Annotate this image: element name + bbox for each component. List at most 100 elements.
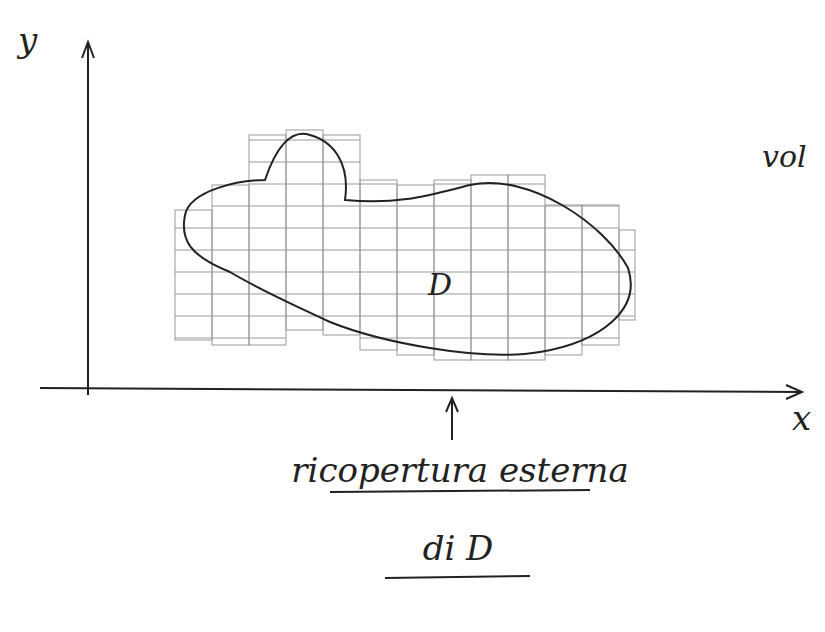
grid-line	[582, 294, 619, 295]
grid-line	[508, 184, 545, 185]
grid-line	[323, 184, 360, 185]
grid-line	[323, 272, 360, 273]
region-outline	[184, 134, 631, 355]
x-axis	[40, 388, 800, 392]
grid-line	[323, 250, 360, 251]
grid-line	[249, 162, 286, 163]
grid-line	[323, 294, 360, 295]
grid-line	[249, 272, 286, 273]
grid-line	[582, 206, 619, 207]
underline	[330, 490, 590, 492]
grid-line	[286, 294, 323, 295]
grid-line	[212, 316, 249, 317]
grid-line	[323, 206, 360, 207]
grid-column	[249, 135, 286, 345]
grid-line	[397, 228, 434, 229]
grid-line	[360, 272, 397, 273]
grid-column	[360, 180, 397, 350]
grid-line	[545, 338, 582, 339]
grid-line	[175, 294, 212, 295]
grid-line	[434, 316, 471, 317]
grid-line	[545, 316, 582, 317]
grid-line	[471, 206, 508, 207]
grid-line	[508, 294, 545, 295]
grid-line	[582, 272, 619, 273]
grid-line	[545, 272, 582, 273]
grid-line	[286, 272, 323, 273]
grid-line	[175, 272, 212, 273]
grid-column	[508, 175, 545, 360]
grid-line	[360, 228, 397, 229]
grid-line	[545, 250, 582, 251]
grid-line	[471, 316, 508, 317]
grid-line	[545, 294, 582, 295]
grid-column	[582, 205, 619, 345]
grid-line	[471, 250, 508, 251]
grid-line	[619, 316, 635, 317]
grid-line	[434, 338, 471, 339]
label: D	[428, 268, 452, 301]
grid-line	[286, 250, 323, 251]
grid-column	[175, 210, 212, 340]
grid-line	[249, 316, 286, 317]
grid-line	[249, 338, 286, 339]
pointer-arrow	[451, 400, 453, 440]
grid-line	[249, 228, 286, 229]
grid-line	[212, 228, 249, 229]
grid-line	[286, 162, 323, 163]
grid-line	[471, 228, 508, 229]
grid-line	[212, 206, 249, 207]
grid-line	[249, 294, 286, 295]
grid-line	[175, 338, 212, 339]
grid-line	[619, 250, 635, 251]
grid-line	[360, 206, 397, 207]
grid-line	[360, 250, 397, 251]
grid-line	[212, 294, 249, 295]
grid-line	[471, 272, 508, 273]
label: ricopertura esterna	[291, 452, 628, 489]
grid-line	[175, 228, 212, 229]
label: y	[18, 22, 37, 59]
grid-line	[434, 250, 471, 251]
grid-line	[397, 206, 434, 207]
grid-line	[360, 316, 397, 317]
grid-line	[175, 316, 212, 317]
grid-line	[508, 250, 545, 251]
grid-line	[286, 184, 323, 185]
grid-line	[286, 206, 323, 207]
grid-line	[249, 206, 286, 207]
pointer-head	[446, 398, 458, 412]
grid-column	[619, 230, 635, 320]
grid-line	[323, 140, 360, 141]
grid-line	[508, 338, 545, 339]
y-axis-head	[82, 42, 94, 58]
grid-line	[323, 228, 360, 229]
grid-line	[619, 272, 635, 273]
x-axis-head	[786, 385, 802, 399]
grid-line	[471, 294, 508, 295]
grid-line	[508, 206, 545, 207]
grid-line	[249, 184, 286, 185]
grid-line	[434, 184, 471, 185]
grid-column	[545, 205, 582, 355]
grid-line	[360, 294, 397, 295]
grid-line	[360, 184, 397, 185]
grid-line	[582, 228, 619, 229]
grid-column	[471, 175, 508, 360]
grid-line	[397, 338, 434, 339]
covering-grid	[175, 130, 635, 360]
grid-line	[249, 250, 286, 251]
grid-line	[619, 294, 635, 295]
grid-line	[508, 228, 545, 229]
label: x	[792, 400, 811, 437]
y-axis	[87, 45, 89, 395]
grid-line	[582, 316, 619, 317]
grid-line	[434, 206, 471, 207]
grid-line	[582, 250, 619, 251]
grid-line	[286, 140, 323, 141]
underline	[385, 576, 530, 578]
grid-line	[212, 338, 249, 339]
grid-line	[212, 250, 249, 251]
grid-line	[286, 228, 323, 229]
